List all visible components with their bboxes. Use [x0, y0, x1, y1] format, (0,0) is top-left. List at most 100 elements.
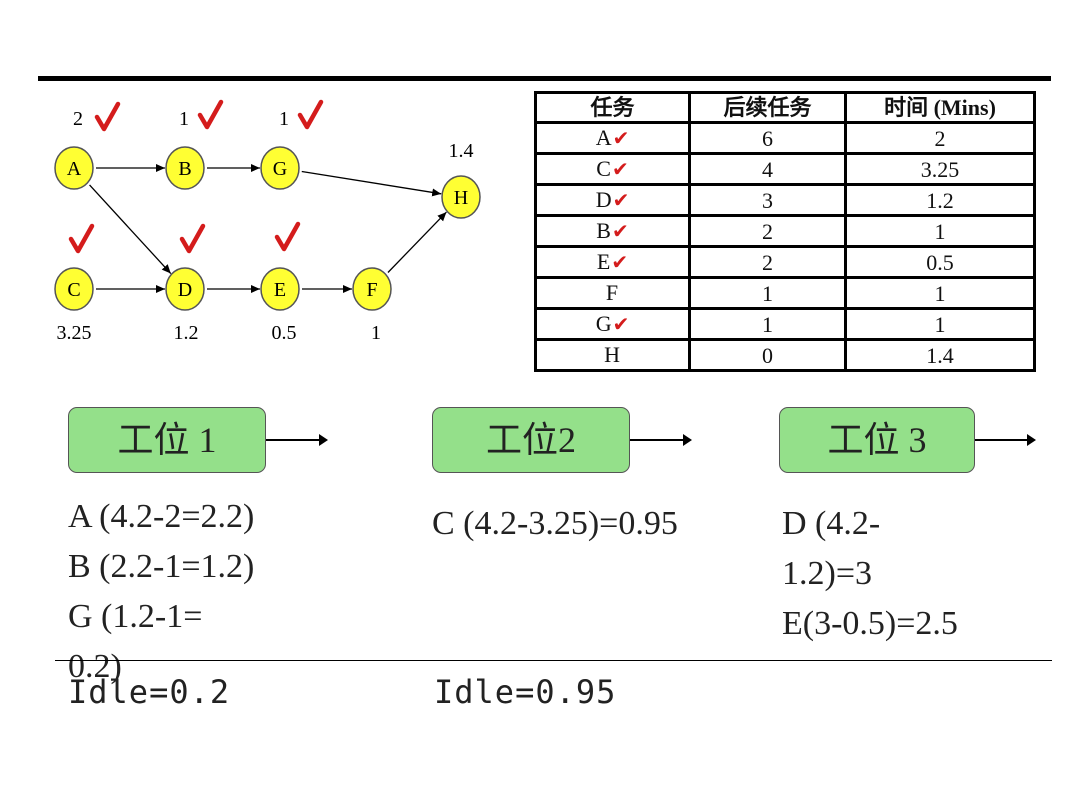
- station-3-arrow: [975, 434, 1036, 446]
- time-cell: 1.2: [843, 183, 1037, 217]
- task-id: G: [595, 311, 612, 336]
- calc-line: D (4.2-1.2)=3: [782, 505, 881, 592]
- node-B: B1: [165, 99, 224, 190]
- station-1-label: 工位 1: [117, 420, 217, 460]
- task-id: B: [596, 218, 611, 243]
- node-circle: [260, 267, 300, 311]
- checkmark-icon: [68, 223, 95, 254]
- successors-cell: 2: [688, 214, 847, 248]
- node-label: B: [178, 158, 191, 180]
- station-2-label: 工位2: [485, 420, 576, 460]
- task-id: E: [596, 249, 611, 274]
- successors-cell: 6: [688, 121, 847, 155]
- station-1-calc: A (4.2-2=2.2) B (2.2-1=1.2) G (1.2-1=0.2…: [68, 492, 308, 692]
- top-rule: [38, 76, 1051, 81]
- node-label: A: [67, 158, 82, 180]
- calc-line: A (4.2-2=2.2): [68, 498, 255, 535]
- node-circle: [260, 146, 300, 190]
- calc-line: C (4.2-3.25)=0.95: [432, 505, 678, 542]
- task-id: C: [596, 156, 611, 181]
- time-cell: 2: [843, 121, 1037, 155]
- station-2-idle: Idle=0.95: [434, 673, 617, 711]
- edge-F-H: [387, 211, 447, 273]
- node-time: 1.2: [174, 322, 199, 344]
- successors-cell: 1: [688, 276, 847, 310]
- node-time: 1: [371, 322, 381, 344]
- node-time: 2: [73, 108, 83, 130]
- node-circle: [441, 175, 481, 219]
- checkmark-icon: [94, 101, 121, 132]
- station-3-calc: D (4.2-1.2)=3 E(3-0.5)=2.5: [782, 499, 1022, 649]
- checkmark-icon: [274, 221, 301, 252]
- station-3-box: 工位 3: [779, 407, 975, 473]
- task-cell: F: [533, 276, 692, 310]
- station-2-box: 工位2: [432, 407, 630, 473]
- task-id: F: [605, 280, 619, 305]
- calc-line: E(3-0.5)=2.5: [782, 605, 958, 642]
- successors-cell: 2: [688, 245, 847, 279]
- header-time: 时间 (Mins): [843, 91, 1037, 124]
- node-circle: [165, 267, 205, 311]
- node-E: E 0.5: [260, 221, 301, 344]
- task-cell: G✔: [533, 307, 692, 341]
- node-label: F: [366, 279, 377, 301]
- node-label: D: [178, 279, 192, 301]
- successors-cell: 0: [688, 338, 847, 372]
- task-cell: A✔: [533, 121, 692, 155]
- task-cell: B✔: [533, 214, 692, 248]
- time-cell: 1: [843, 307, 1037, 341]
- station-3-label: 工位 3: [827, 420, 927, 460]
- station-1-arrow: [266, 434, 328, 446]
- node-time: 1: [279, 108, 289, 130]
- checkmark-icon: ✔: [611, 219, 629, 243]
- node-time: 0.5: [272, 322, 297, 344]
- node-F: F1: [352, 267, 392, 344]
- node-G: G1: [260, 99, 324, 190]
- node-D: D 1.2: [165, 223, 206, 344]
- checkmark-icon: [297, 99, 324, 130]
- edge-A-D: [89, 184, 172, 274]
- time-cell: 0.5: [843, 245, 1037, 279]
- node-H: H 1.4: [441, 140, 481, 219]
- node-label: H: [454, 187, 468, 209]
- successors-cell: 4: [688, 152, 847, 186]
- time-cell: 1: [843, 214, 1037, 248]
- time-cell: 1.4: [843, 338, 1037, 372]
- node-time: 1: [179, 108, 189, 130]
- node-circle: [352, 267, 392, 311]
- node-time: 1.4: [449, 140, 474, 162]
- time-cell: 3.25: [843, 152, 1037, 186]
- station-1-idle: Idle=0.2: [68, 673, 231, 711]
- checkmark-icon: ✔: [612, 312, 630, 336]
- node-label: E: [274, 279, 286, 301]
- checkmark-icon: [197, 99, 224, 130]
- node-circle: [165, 146, 205, 190]
- task-id: H: [604, 342, 620, 367]
- edge-G-H: [301, 170, 442, 197]
- bottom-rule: [55, 660, 1052, 661]
- node-label: G: [273, 158, 287, 180]
- task-cell: H: [533, 338, 692, 372]
- node-circle: [54, 146, 94, 190]
- table-header-row: 任务 后续任务 时间 (Mins): [533, 91, 1037, 124]
- task-cell: D✔: [533, 183, 692, 217]
- calc-line: G (1.2-1=0.2): [68, 598, 203, 685]
- task-id: A: [595, 125, 612, 150]
- successors-cell: 3: [688, 183, 847, 217]
- node-C: C3.25: [54, 223, 95, 344]
- checkmark-icon: ✔: [611, 157, 629, 181]
- header-successors: 后续任务: [688, 91, 847, 124]
- node-label: C: [67, 279, 80, 301]
- station-2-calc: C (4.2-3.25)=0.95: [432, 499, 752, 549]
- node-A: A2: [54, 101, 121, 190]
- calc-line: B (2.2-1=1.2): [68, 548, 255, 585]
- successors-cell: 1: [688, 307, 847, 341]
